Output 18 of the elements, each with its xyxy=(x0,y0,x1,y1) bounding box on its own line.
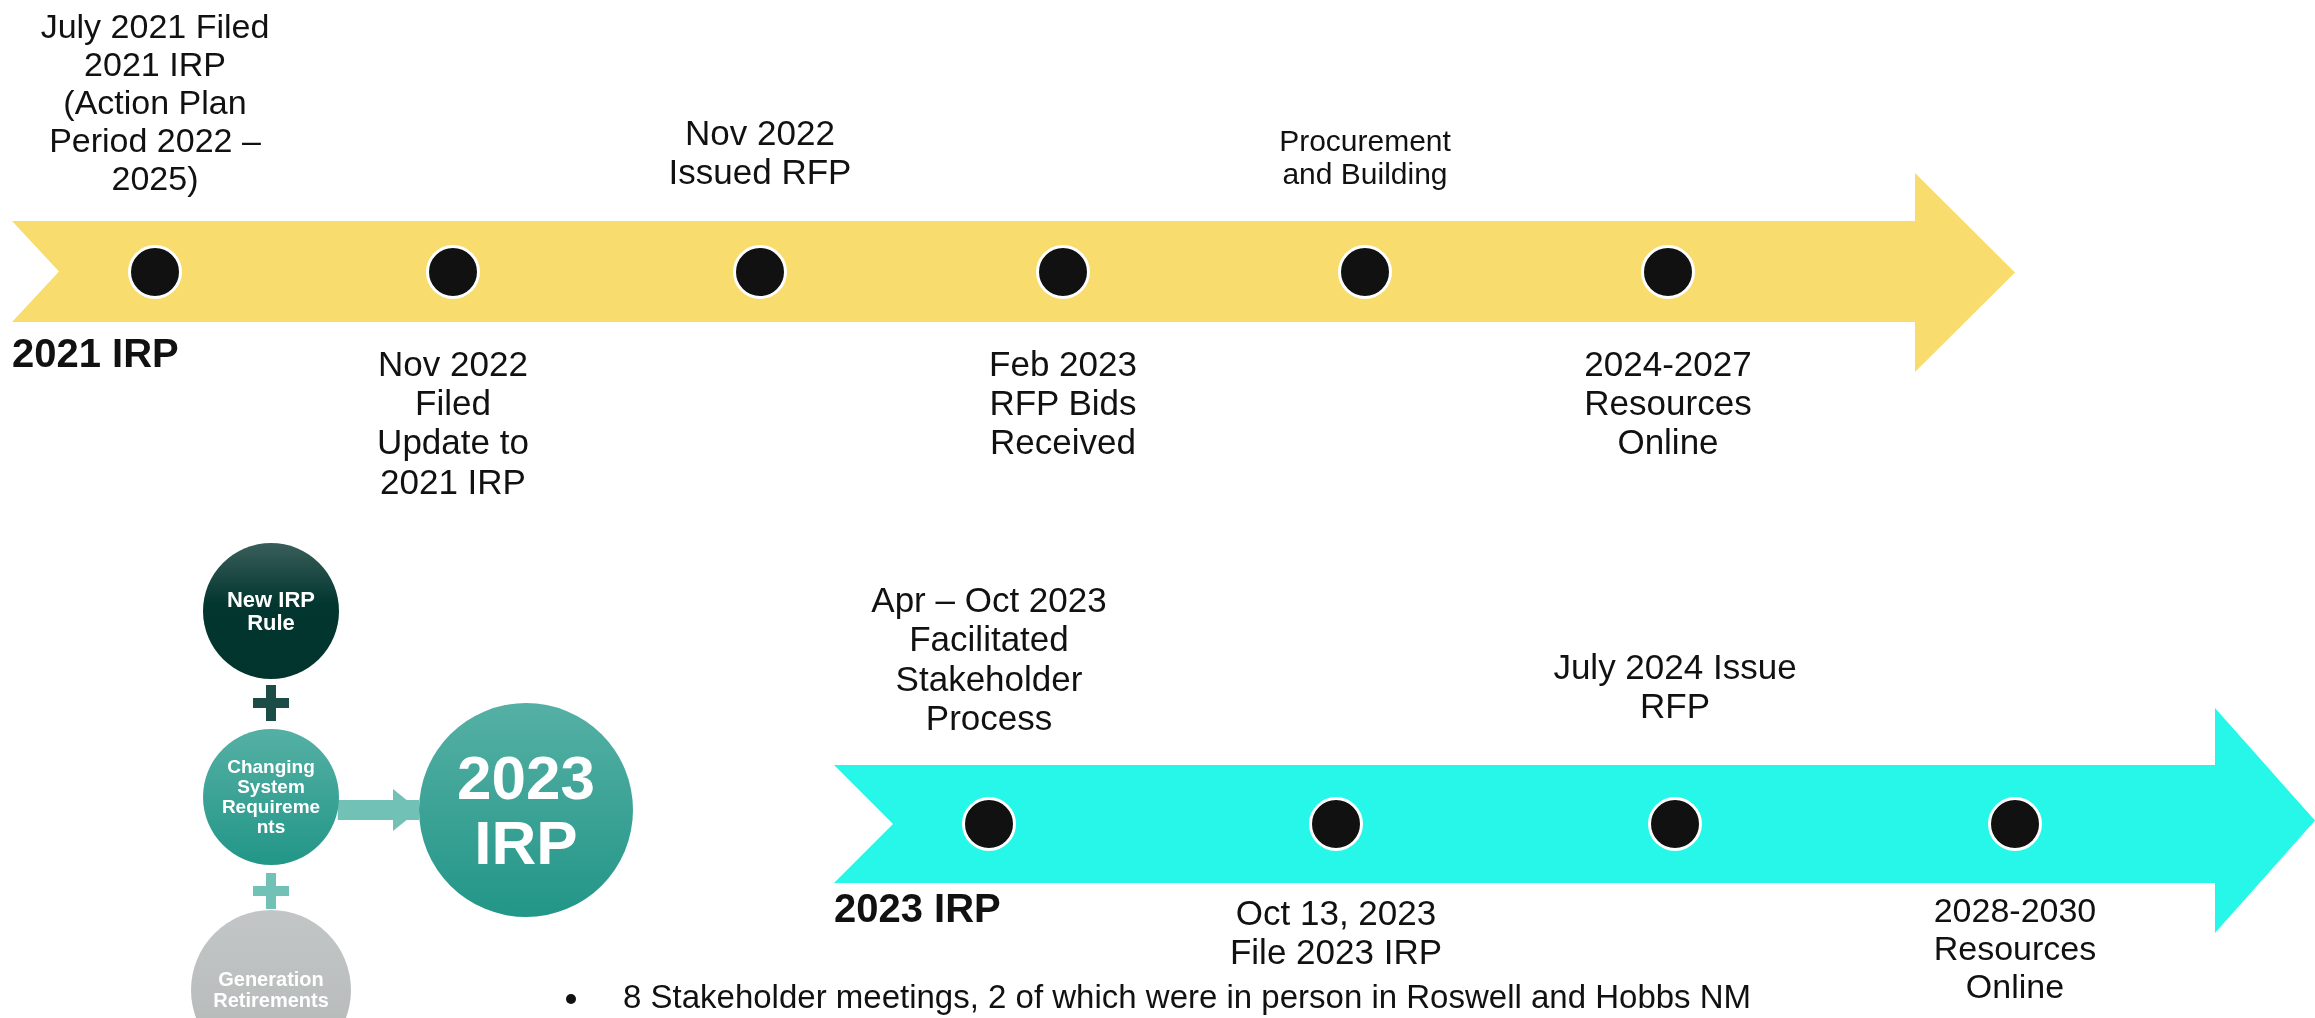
circle-label: New IRP Rule xyxy=(226,587,316,635)
timeline-title: 2021 IRP xyxy=(12,331,179,376)
milestone-label: 2028-2030 Resources Online xyxy=(1932,891,2098,1006)
timeline-title: 2023 IRP xyxy=(834,886,1001,931)
milestone-label: Feb 2023 RFP Bids Received xyxy=(988,344,1138,462)
milestone-label: July 2024 Issue RFP xyxy=(1552,646,1798,725)
milestone-label: July 2021 Filed 2021 IRP (Action Plan Period 2022 – 2025) xyxy=(39,6,271,197)
bullet-text: 8 Stakeholder meetings, 2 of which were in person in Roswell and Hobbs NM xyxy=(623,978,1752,1015)
circle-label: 2023 IRP xyxy=(456,744,596,876)
arrow xyxy=(337,789,419,831)
milestone-label: Nov 2022 Issued RFP xyxy=(667,112,853,191)
circle-label: Generation Retirements xyxy=(212,969,330,1011)
milestone-label: Procurement and Building xyxy=(1278,123,1452,191)
milestone-label: 2024-2027 Resources Online xyxy=(1583,344,1753,462)
milestone-label: Apr – Oct 2023 Facilitated Stakeholder Process xyxy=(870,580,1108,737)
milestone-label: Nov 2022 Filed Update to 2021 IRP xyxy=(376,344,530,501)
milestone-label: Oct 13, 2023 File 2023 IRP xyxy=(1228,893,1444,972)
circle-label: Changing System Requirements xyxy=(221,757,321,837)
